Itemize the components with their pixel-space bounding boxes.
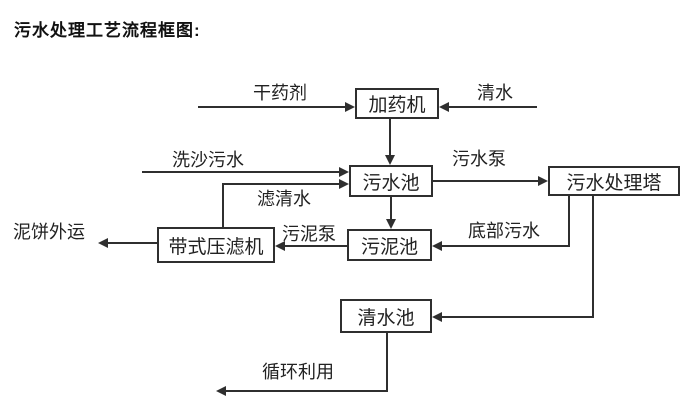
edge-recycle-line (226, 390, 387, 392)
arrowhead-right-icon (339, 167, 349, 177)
arrowhead-left-icon (432, 241, 442, 251)
arrowhead-right-icon (345, 102, 355, 112)
node-sewage-pool: 污水池 (349, 165, 433, 197)
arrowhead-left-icon (216, 386, 226, 396)
arrowhead-left-icon (439, 102, 449, 112)
edge-clean-water-line (449, 106, 537, 108)
arrowhead-right-icon (339, 179, 349, 189)
edge-dry-agent-line (198, 106, 345, 108)
arrowhead-left-icon (98, 238, 108, 248)
arrowhead-left-icon (432, 312, 442, 322)
flow-label-recycle: 循环利用 (262, 362, 334, 382)
arrowhead-down-icon (385, 155, 395, 165)
edge-bottom-sewage-line (442, 245, 570, 247)
node-belt-filter-press: 带式压滤机 (157, 227, 275, 263)
flow-label-filtered-water: 滤清水 (257, 189, 311, 209)
edge-dosing-to-sewage-line (389, 119, 391, 156)
flow-label-sand-washing-sewage: 洗沙污水 (172, 150, 244, 170)
edge-sewage-pump-line (433, 180, 538, 182)
node-clean-water-pool: 清水池 (340, 299, 432, 333)
flow-label-sludge-pump: 污泥泵 (282, 224, 336, 244)
flow-label-bottom-sewage: 底部污水 (468, 221, 540, 241)
node-sludge-pool: 污泥池 (347, 229, 432, 261)
edge-sand-washing-line (142, 171, 339, 173)
page-title: 污水处理工艺流程框图: (14, 21, 201, 40)
arrowhead-left-icon (275, 241, 285, 251)
edge-sludge-pump-line (285, 245, 347, 247)
flow-label-clean-water: 清水 (477, 83, 513, 103)
edge-recycle-riser (386, 333, 388, 392)
flow-label-mud-cake-outbound: 泥饼外运 (13, 222, 85, 242)
edge-bottom-sewage-riser (568, 196, 570, 247)
node-sewage-treatment-tower: 污水处理塔 (548, 166, 680, 196)
flow-label-dry-agent: 干药剂 (253, 83, 307, 103)
flow-label-sewage-pump: 污水泵 (452, 149, 506, 169)
edge-tower-to-clean-line (442, 316, 594, 318)
edge-tower-to-clean-riser (592, 196, 594, 318)
arrowhead-down-icon (386, 219, 396, 229)
node-dosing-machine: 加药机 (355, 88, 439, 119)
edge-sewage-to-sludge-line (390, 197, 392, 219)
edge-filtered-water-line (222, 183, 339, 185)
arrowhead-right-icon (538, 176, 548, 186)
edge-mud-cake-line (108, 242, 157, 244)
edge-filtered-water-riser (222, 184, 224, 227)
